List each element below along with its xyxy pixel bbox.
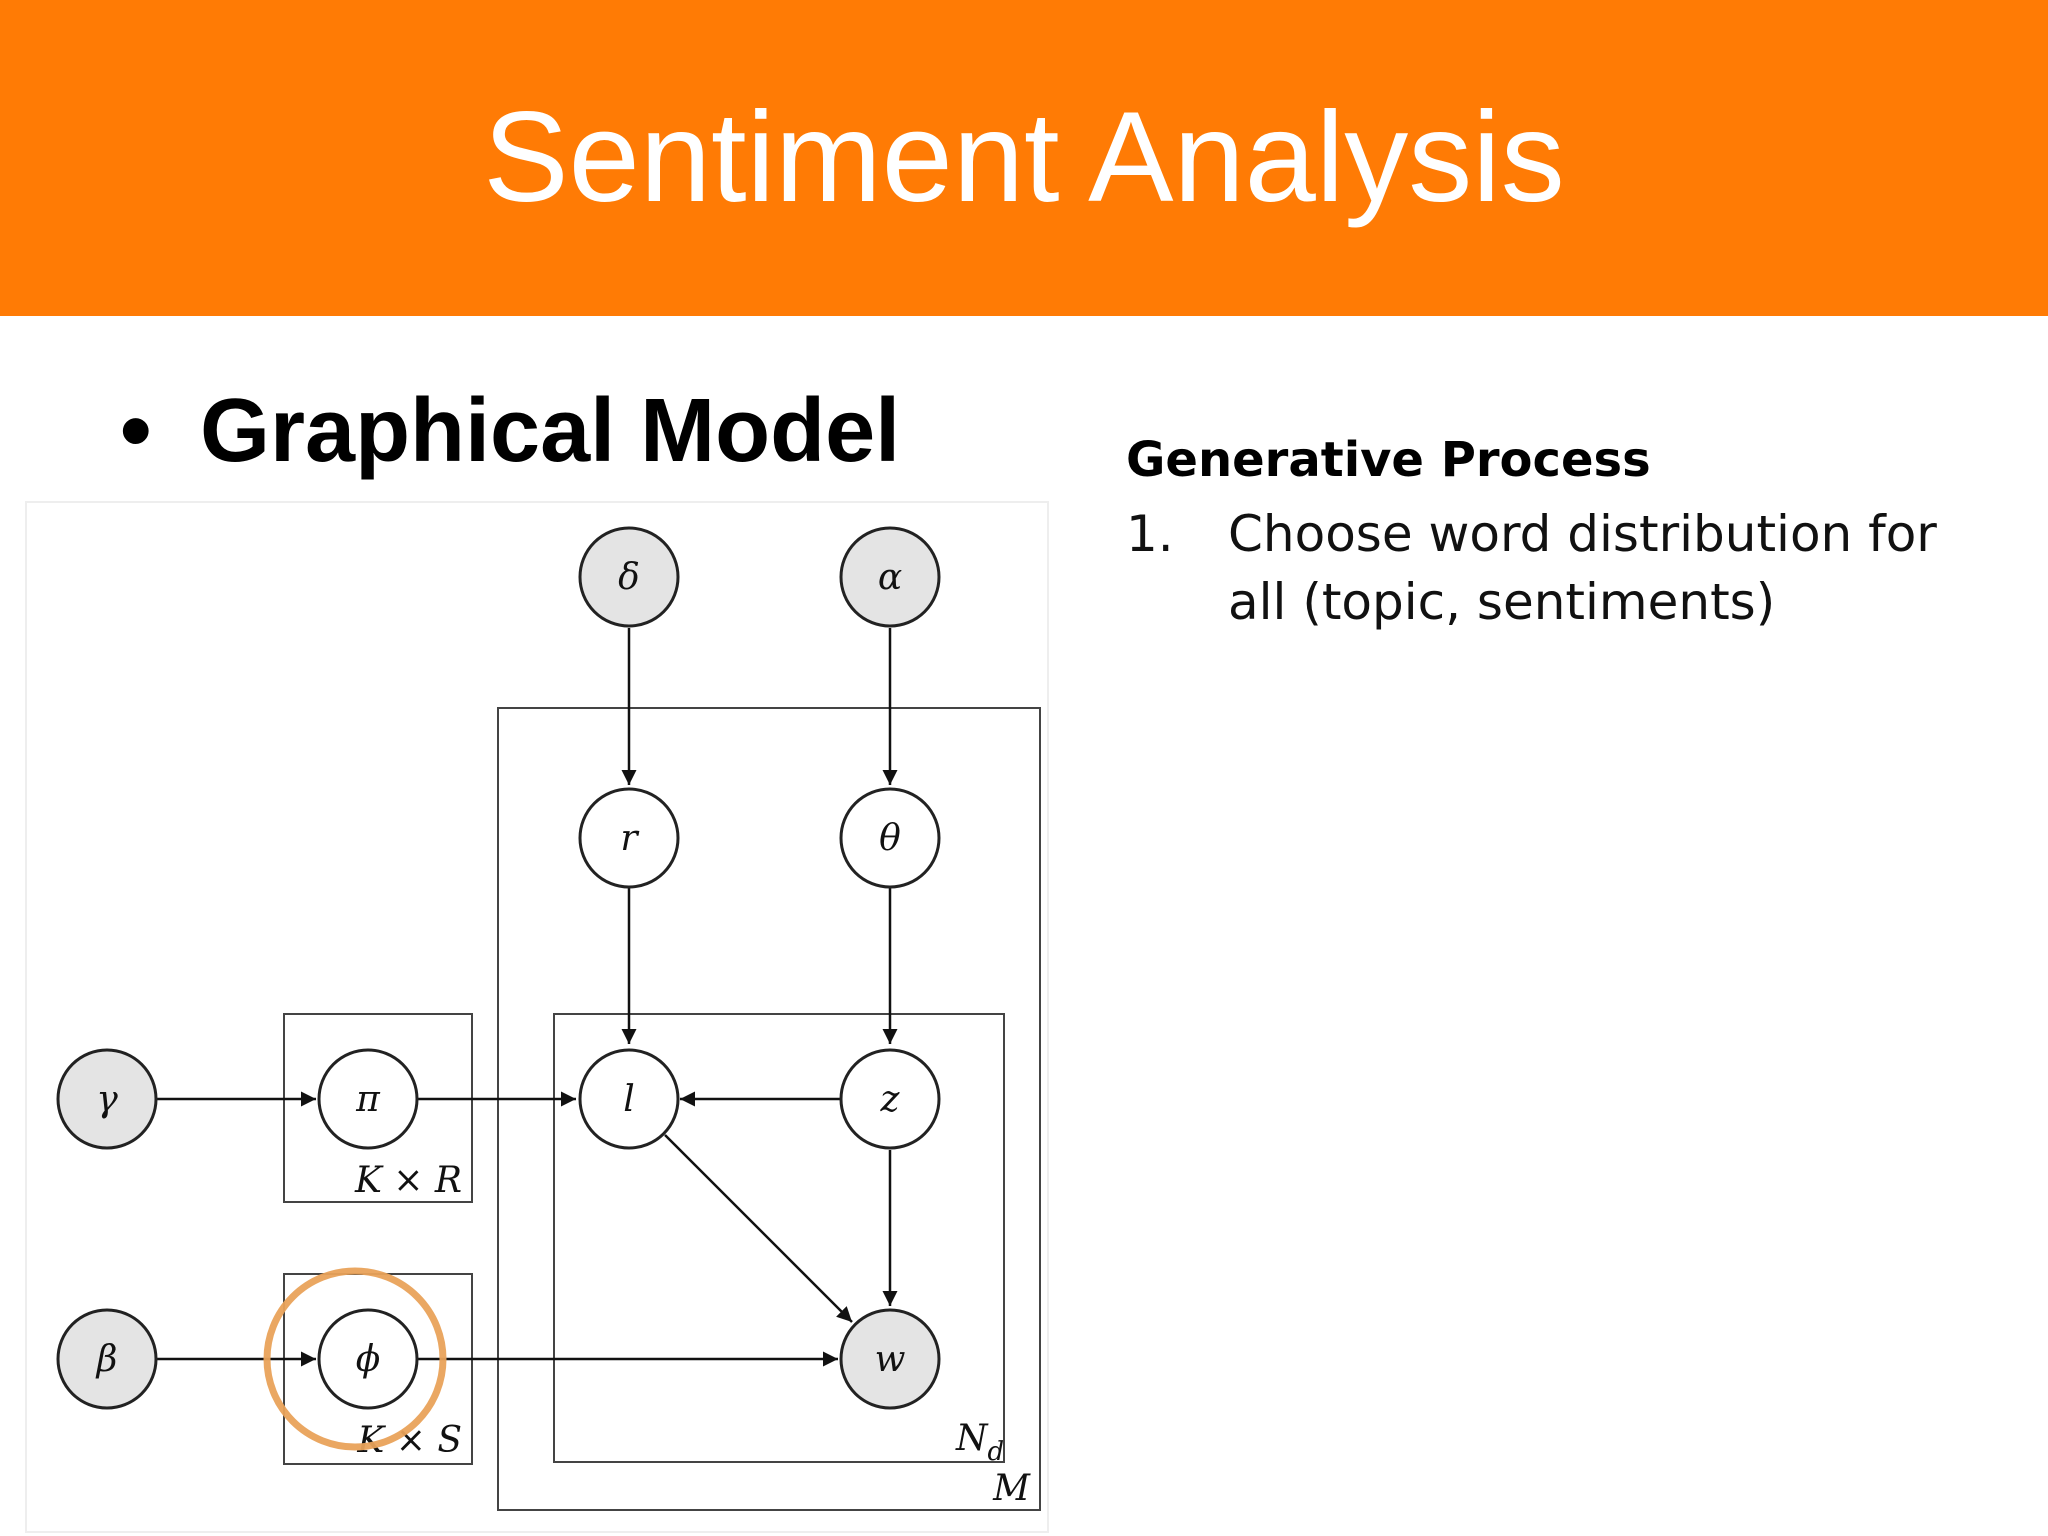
plate-m-label: M: [992, 1468, 1031, 1509]
plate-kxr-label: K × R: [354, 1160, 462, 1201]
figure-frame: [25, 501, 1049, 1533]
node-r: r: [578, 787, 680, 889]
node-alpha: α: [839, 526, 941, 628]
generative-process-heading: Generative Process: [1126, 432, 1651, 488]
node-theta-label: θ: [879, 818, 901, 859]
edge-l-w: [664, 1134, 853, 1323]
node-gamma: γ: [56, 1048, 158, 1150]
plate-nd-subscript: d: [988, 1437, 1005, 1467]
node-alpha-label: α: [878, 557, 902, 598]
plate-m: [497, 707, 1041, 1511]
node-delta: δ: [578, 526, 680, 628]
plate-nd-main: N: [955, 1418, 989, 1459]
plate-nd-label: Nd: [955, 1418, 1004, 1467]
node-z: z: [839, 1048, 941, 1150]
node-theta: θ: [839, 787, 941, 889]
node-phi-label: ϕ: [356, 1339, 381, 1380]
node-w-label: w: [875, 1339, 906, 1380]
node-l-label: l: [623, 1079, 635, 1120]
title-bar: Sentiment Analysis: [0, 0, 2048, 316]
slide-title: Sentiment Analysis: [483, 86, 1565, 229]
node-pi-label: π: [355, 1079, 381, 1120]
plate-kxr: [283, 1013, 473, 1203]
node-w: w: [839, 1308, 941, 1410]
highlight-ring: [263, 1267, 447, 1451]
bullet-dot-icon: •: [120, 381, 152, 481]
node-delta-label: δ: [618, 557, 640, 598]
node-beta-label: β: [95, 1339, 118, 1380]
node-z-label: z: [880, 1079, 901, 1120]
node-gamma-label: γ: [96, 1079, 118, 1120]
node-pi: π: [317, 1048, 419, 1150]
item-number: 1.: [1126, 505, 1174, 563]
node-r-label: r: [620, 818, 639, 859]
item-text: Choose word distribution for all (topic,…: [1228, 505, 1937, 631]
node-beta: β: [56, 1308, 158, 1410]
node-l: l: [578, 1048, 680, 1150]
bullet-text: Graphical Model: [200, 381, 901, 481]
plate-nd: [553, 1013, 1005, 1463]
bullet-graphical-model: • Graphical Model: [120, 380, 900, 483]
node-phi: ϕ: [317, 1308, 419, 1410]
